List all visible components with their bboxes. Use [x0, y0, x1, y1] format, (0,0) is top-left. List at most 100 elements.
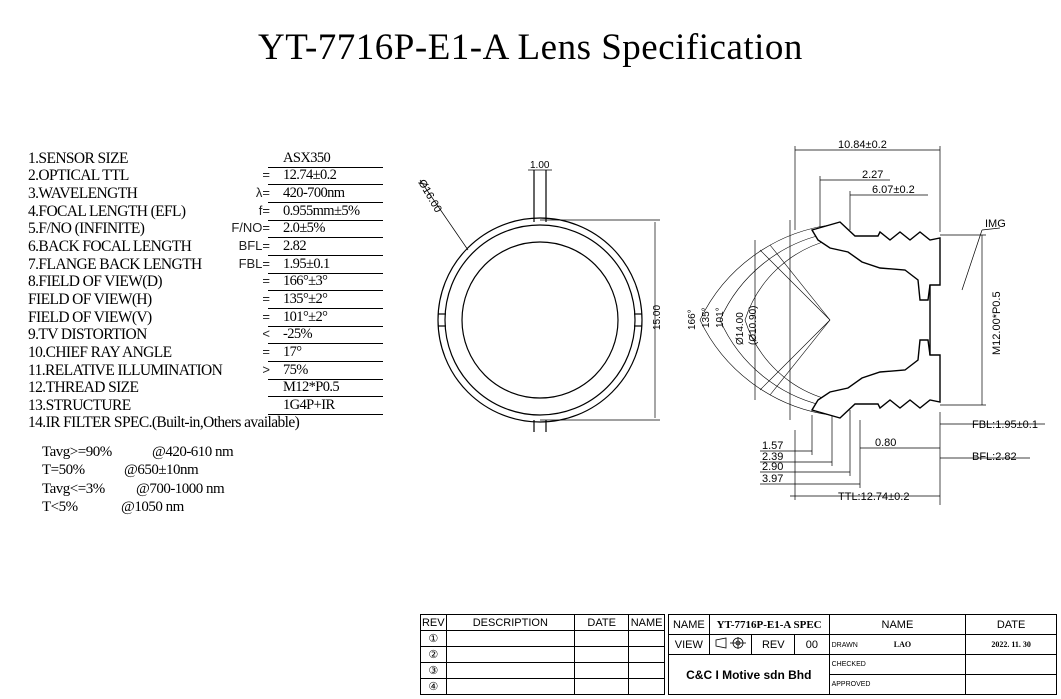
spec-value: ASX350	[283, 150, 331, 166]
spec-value: 75%	[283, 362, 308, 378]
spec-symbol: λ=	[255, 185, 270, 200]
spec-value: 166°±3°	[283, 273, 328, 289]
spec-symbol: F/NO=	[231, 220, 270, 235]
spec-label: 4.FOCAL LENGTH (EFL)	[28, 203, 186, 220]
side-dim-overall: 10.84±0.2	[838, 139, 887, 151]
spec-row: FIELD OF VIEW(H) = 135°±2°	[28, 291, 388, 309]
spec-underline	[268, 273, 383, 274]
side-thread-label: M12.00*P0.5	[991, 291, 1003, 355]
rev-header-description: DESCRIPTION	[445, 614, 576, 631]
spec-row: 9.TV DISTORTION < -25%	[28, 326, 388, 344]
spec-symbol: >	[262, 362, 270, 377]
spec-row: 12.THREAD SIZE M12*P0.5	[28, 379, 388, 397]
side-dim-157: 1.57	[762, 440, 783, 452]
page-title: YT-7716P-E1-A Lens Specification	[258, 27, 803, 68]
tb-rev-value: 00	[794, 634, 830, 655]
side-img-label: IMG	[985, 218, 1006, 230]
spec-row: 2.OPTICAL TTL=12.74±0.2	[28, 167, 388, 185]
spec-label: 8.FIELD OF VIEW(D)	[28, 273, 163, 290]
front-dim-diameter: Ø16.00	[415, 178, 443, 215]
rev-row-2: ②	[420, 646, 447, 663]
spec-label: FIELD OF VIEW(H)	[28, 291, 152, 308]
spec-row: 14.IR FILTER SPEC.(Built-in,Others avail…	[28, 414, 388, 432]
front-view-drawing: 1.00 15.00 Ø16.00	[415, 160, 663, 432]
spec-value: -25%	[283, 326, 313, 342]
spec-value: 420-700nm	[283, 185, 345, 201]
rev-row-1: ①	[420, 630, 447, 647]
spec-label: 13.STRUCTURE	[28, 397, 131, 414]
spec-underline	[268, 326, 383, 327]
side-dim-080: 0.80	[875, 437, 896, 449]
rev-row-4: ④	[420, 678, 447, 695]
spec-symbol: BFL=	[238, 238, 270, 253]
tb-name-value: YT-7716P-E1-A SPEC	[708, 614, 830, 635]
front-dim-top: 1.00	[530, 160, 550, 171]
spec-value: 2.82	[283, 238, 307, 254]
spec-value: M12*P0.5	[283, 379, 340, 395]
rev-header-name: NAME	[628, 614, 665, 631]
spec-row: 10.CHIEF RAY ANGLE=17°	[28, 344, 388, 362]
front-dim-height: 15.00	[652, 305, 663, 330]
spec-value: 1.95±0.1	[283, 256, 330, 272]
tb-projection-icon	[708, 634, 753, 655]
spec-value: 1G4P+IR	[283, 397, 335, 413]
spec-underline	[268, 361, 383, 362]
tb-company: C&C I Motive sdn Bhd	[668, 654, 830, 695]
spec-symbol: =	[262, 291, 270, 306]
tb-rev-label: REV	[751, 634, 796, 655]
spec-label: FIELD OF VIEW(V)	[28, 309, 152, 326]
spec-value: 2.0±5%	[283, 220, 325, 236]
rev-header-date: DATE	[574, 614, 630, 631]
side-ttl-label: TTL:12.74±0.2	[838, 491, 909, 503]
tb-checked-label: CHECKED	[828, 654, 967, 675]
spec-underline	[268, 220, 383, 221]
filter-condition: T<5%	[42, 499, 78, 515]
spec-symbol: =	[262, 273, 270, 288]
spec-underline	[268, 184, 383, 185]
side-fbl-label: FBL:1.95±0.1	[972, 419, 1038, 431]
side-angle-h: 135°	[701, 307, 712, 328]
revision-table: REV DESCRIPTION DATE NAME ① ② ③ ④	[420, 614, 665, 695]
side-dim-290: 2.90	[762, 461, 783, 473]
tb-drawn-date: 2022. 11. 30	[965, 634, 1057, 655]
spec-value: 135°±2°	[283, 291, 328, 307]
spec-value: 12.74±0.2	[283, 167, 337, 183]
spec-label: 9.TV DISTORTION	[28, 326, 147, 343]
tb-approved-label: APPROVED	[828, 674, 967, 695]
spec-row: 5.F/NO (INFINITE)F/NO=2.0±5%	[28, 220, 388, 238]
side-dia-label: Ø14.00	[735, 312, 746, 345]
spec-underline	[268, 379, 383, 380]
filter-range: @1050 nm	[121, 499, 184, 515]
spec-symbol: f=	[258, 203, 270, 218]
rev-header-rev: REV	[420, 614, 447, 631]
filter-condition: Tavg>=90%	[42, 444, 112, 460]
tb-name-label: NAME	[668, 614, 710, 635]
side-dim-b: 6.07±0.2	[872, 184, 915, 196]
spec-underline	[268, 414, 383, 415]
spec-underline	[268, 290, 383, 291]
side-dim-397: 3.97	[762, 473, 783, 485]
filter-range: @420-610 nm	[152, 444, 234, 460]
spec-symbol: =	[262, 167, 270, 182]
spec-row: 4.FOCAL LENGTH (EFL)f=0.955mm±5%	[28, 203, 388, 221]
side-bfl-label: BFL:2.82	[972, 451, 1017, 463]
side-view-drawing: 10.84±0.2 2.27 6.07±0.2 IMG M12.00*P0.5 …	[687, 139, 1045, 505]
spec-label: 12.THREAD SIZE	[28, 379, 139, 396]
side-dia-inner: (Ø10.90)	[748, 306, 759, 345]
spec-underline	[268, 202, 383, 203]
spec-label: 6.BACK FOCAL LENGTH	[28, 238, 192, 255]
spec-row: 11.RELATIVE ILLUMINATION>75%	[28, 362, 388, 380]
side-dim-239: 2.39	[762, 451, 783, 463]
side-angle-v: 101°	[715, 307, 726, 328]
spec-row: 6.BACK FOCAL LENGTH BFL= 2.82	[28, 238, 388, 256]
tb-col-date: DATE	[965, 614, 1057, 635]
spec-value: 101°±2°	[283, 309, 328, 325]
spec-symbol: <	[262, 326, 270, 341]
spec-underline	[268, 255, 383, 256]
spec-row: 8.FIELD OF VIEW(D) = 166°±3°	[28, 273, 388, 291]
spec-label: 14.IR FILTER SPEC.(Built-in,Others avail…	[28, 414, 300, 431]
